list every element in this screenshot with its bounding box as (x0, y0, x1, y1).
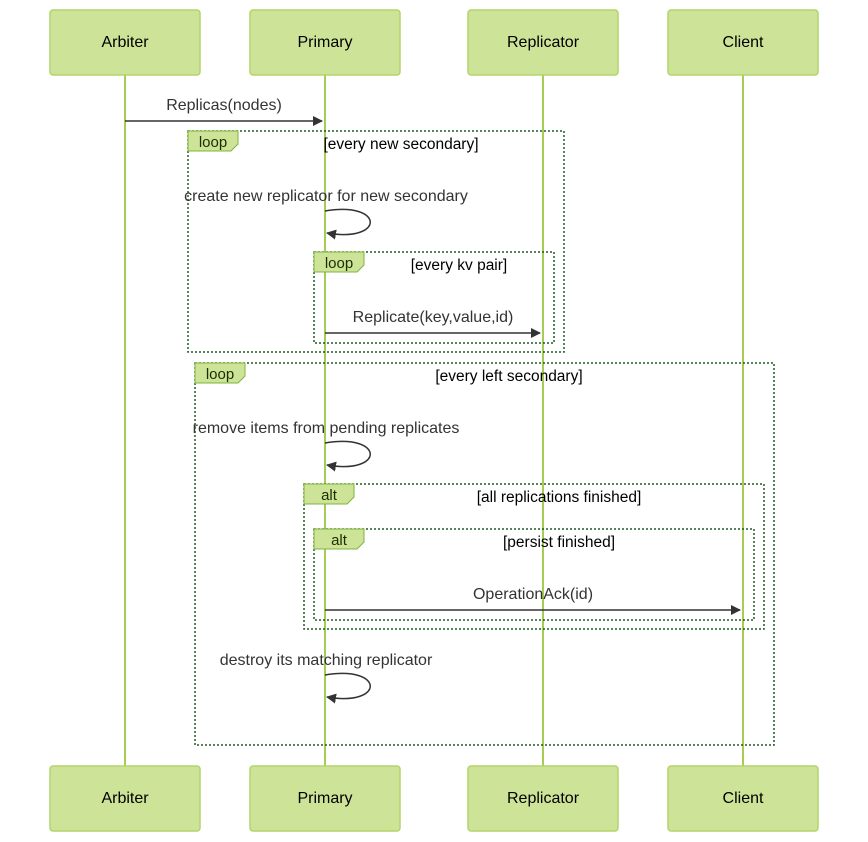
message-replicas: Replicas(nodes) (125, 97, 323, 126)
actor-replicator-top: Replicator (467, 9, 619, 76)
loop-tag (194, 362, 246, 384)
fragment-loop-new-secondary: loop [every new secondary] (187, 130, 565, 353)
actor-client-top-label: Client (723, 34, 764, 51)
fragment-loop-kv-pair: loop [every kv pair] (313, 251, 555, 344)
message-operation-ack-label: OperationAck(id) (473, 586, 593, 603)
actor-arbiter-top-label: Arbiter (101, 34, 149, 51)
actor-arbiter-bottom-label: Arbiter (101, 790, 149, 807)
fragment-loop-left-secondary-condition: [every left secondary] (435, 368, 582, 385)
actor-primary-bottom: Primary (249, 765, 401, 832)
fragment-loop-left-secondary: loop [every left secondary] (194, 362, 775, 746)
actor-arbiter-top: Arbiter (49, 9, 201, 76)
actor-replicator-bottom: Replicator (467, 765, 619, 832)
fragment-loop-kv-pair-kind: loop (325, 255, 353, 272)
message-remove-items-label: remove items from pending replicates (193, 420, 460, 437)
message-destroy-replicator-label: destroy its matching replicator (220, 652, 433, 669)
loop-tag (187, 130, 239, 152)
alt-tag (303, 483, 355, 505)
fragment-alt-persist-kind: alt (331, 532, 348, 549)
actor-primary-top: Primary (249, 9, 401, 76)
message-replicas-label: Replicas(nodes) (166, 97, 282, 114)
fragment-alt-persist: alt [persist finished] (313, 528, 755, 621)
actor-replicator-bottom-label: Replicator (507, 790, 580, 807)
actor-primary-bottom-label: Primary (297, 790, 352, 807)
actor-primary-top-label: Primary (297, 34, 352, 51)
fragment-alt-persist-condition: [persist finished] (503, 534, 615, 551)
alt-tag (313, 528, 365, 550)
fragment-loop-new-secondary-kind: loop (199, 134, 227, 151)
fragment-loop-left-secondary-kind: loop (206, 366, 234, 383)
actor-client-bottom-label: Client (723, 790, 764, 807)
fragment-loop-kv-pair-condition: [every kv pair] (411, 257, 507, 274)
fragment-loop-new-secondary-condition: [every new secondary] (323, 136, 478, 153)
actor-arbiter-bottom: Arbiter (49, 765, 201, 832)
fragment-alt-replications-kind: alt (321, 487, 338, 504)
actor-replicator-top-label: Replicator (507, 34, 580, 51)
fragment-alt-replications: alt [all replications finished] (303, 483, 765, 630)
message-operation-ack: OperationAck(id) (325, 586, 741, 615)
actor-client-bottom: Client (667, 765, 819, 832)
message-replicate: Replicate(key,value,id) (325, 309, 541, 338)
actor-client-top: Client (667, 9, 819, 76)
message-replicate-label: Replicate(key,value,id) (353, 309, 514, 326)
fragment-alt-replications-condition: [all replications finished] (477, 489, 642, 506)
message-create-replicator: create new replicator for new secondary (184, 188, 468, 240)
message-destroy-replicator: destroy its matching replicator (220, 652, 433, 704)
loop-tag (313, 251, 365, 273)
message-create-replicator-label: create new replicator for new secondary (184, 188, 468, 205)
message-remove-items: remove items from pending replicates (193, 420, 460, 472)
